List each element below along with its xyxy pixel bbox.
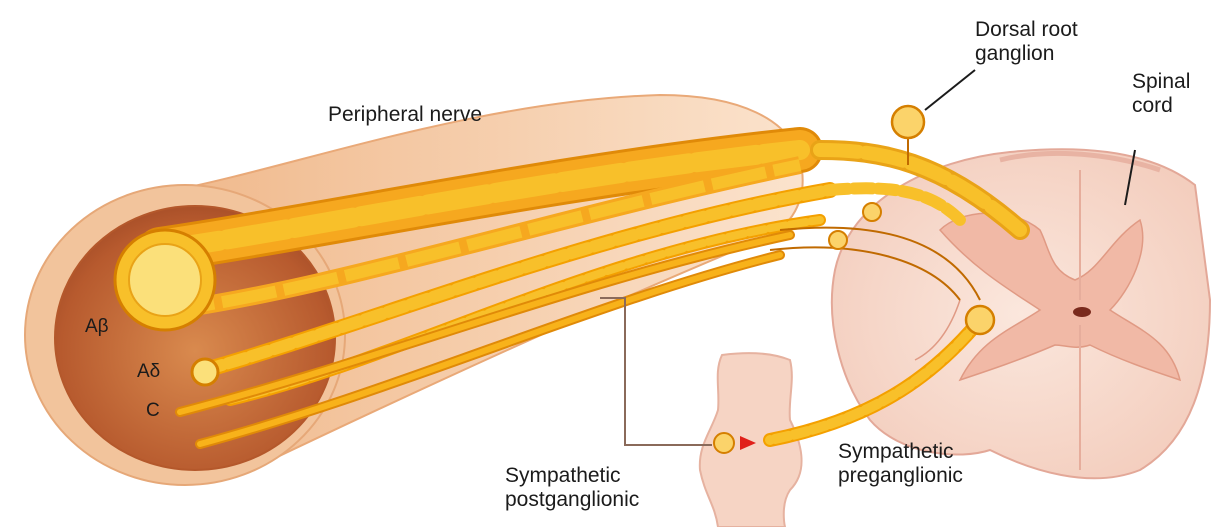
label-sympathetic-postganglionic: Sympathetic postganglionic bbox=[505, 464, 639, 512]
spinal-cord bbox=[832, 149, 1210, 478]
label-a-delta: Aδ bbox=[137, 361, 160, 383]
label-spinal-cord: Spinal cord bbox=[1132, 70, 1190, 118]
label-a-beta: Aβ bbox=[85, 316, 109, 338]
label-dorsal-root-ganglion: Dorsal root ganglion bbox=[975, 18, 1078, 66]
central-canal bbox=[1073, 307, 1091, 317]
label-sympathetic-preganglionic: Sympathetic preganglionic bbox=[838, 440, 963, 488]
label-c-fiber: C bbox=[146, 400, 160, 422]
label-peripheral-nerve: Peripheral nerve bbox=[328, 103, 482, 127]
